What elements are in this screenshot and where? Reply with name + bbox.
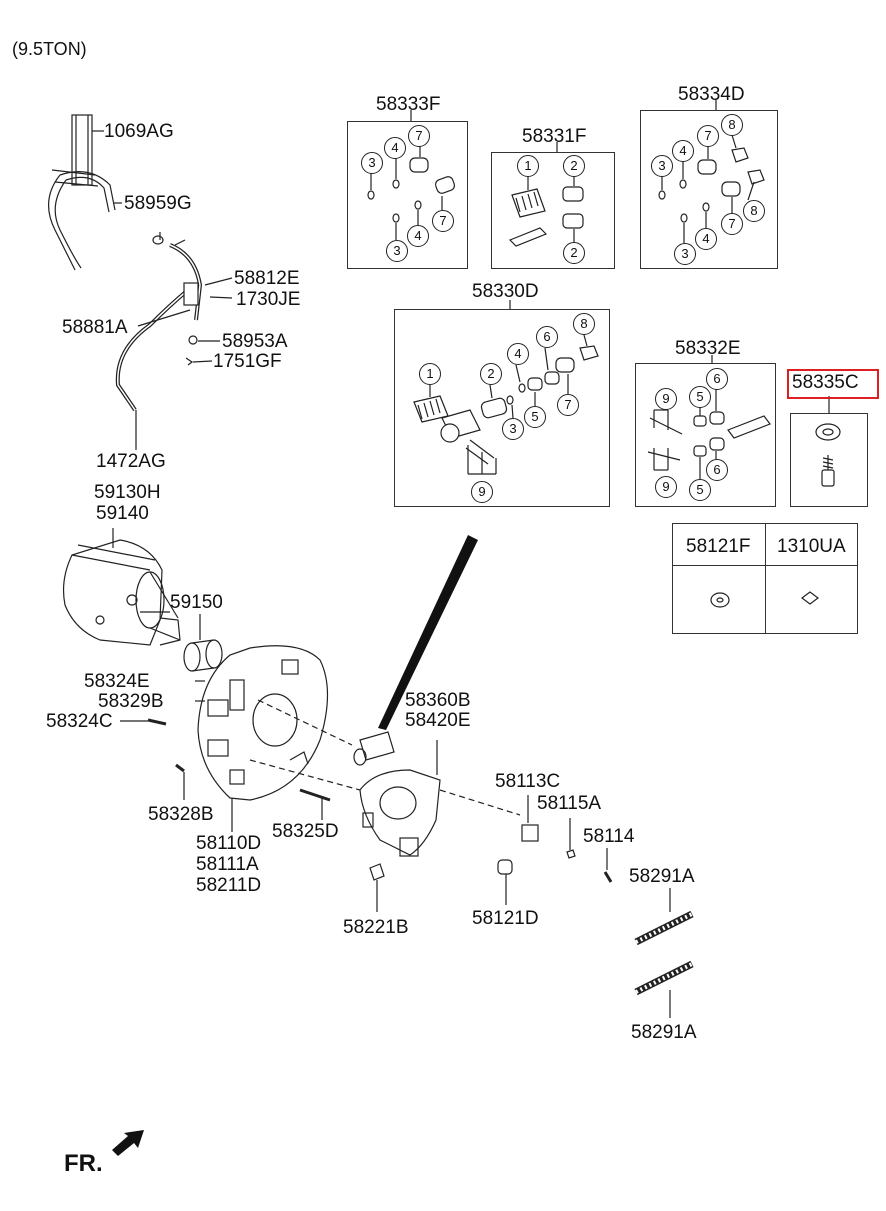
part-label-1751GF[interactable]: 1751GF [213, 351, 282, 372]
part-label-58881A[interactable]: 58881A [62, 317, 128, 338]
fr-arrow-icon [112, 1130, 144, 1156]
part-label-58325D[interactable]: 58325D [272, 821, 339, 842]
callout-3: 3 [361, 152, 383, 174]
part-label-58420E[interactable]: 58420E [405, 710, 471, 731]
part-label-58324E[interactable]: 58324E [84, 671, 150, 692]
callout-8: 8 [573, 313, 595, 335]
part-label-58953A[interactable]: 58953A [222, 331, 288, 352]
callout-1: 1 [419, 363, 441, 385]
callout-5: 5 [689, 386, 711, 408]
part-label-1069AG[interactable]: 1069AG [104, 121, 174, 142]
callout-2: 2 [563, 242, 585, 264]
callout-9: 9 [655, 388, 677, 410]
kit-58334D-parts [658, 134, 765, 243]
table-header-58121F[interactable]: 58121F [686, 536, 751, 557]
callout-3: 3 [674, 243, 696, 265]
kit-box-58335C [790, 413, 868, 507]
callout-9: 9 [471, 481, 493, 503]
callout-6: 6 [706, 368, 728, 390]
kit-box-58334D [640, 110, 778, 269]
callout-3: 3 [386, 240, 408, 262]
callout-7: 7 [557, 394, 579, 416]
part-label-58335C[interactable]: 58335C [792, 372, 859, 393]
part-label-58331F[interactable]: 58331F [522, 126, 587, 147]
fr-label: FR. [64, 1150, 103, 1177]
part-label-58324C[interactable]: 58324C [46, 711, 113, 732]
callout-4: 4 [695, 228, 717, 250]
part-label-58328B[interactable]: 58328B [148, 804, 214, 825]
callout-1: 1 [517, 155, 539, 177]
callout-3: 3 [502, 418, 524, 440]
hose-illustration [48, 114, 203, 412]
part-label-58333F[interactable]: 58333F [376, 94, 441, 115]
spring-illustration [634, 910, 694, 996]
callout-7: 7 [408, 125, 430, 147]
kit-box-58333F [347, 121, 468, 269]
table-header-1310UA[interactable]: 1310UA [777, 536, 846, 557]
part-label-1472AG[interactable]: 1472AG [96, 451, 166, 472]
part-label-58113C[interactable]: 58113C [495, 771, 561, 792]
part-label-58334D[interactable]: 58334D [678, 84, 745, 105]
callout-2: 2 [563, 155, 585, 177]
callout-7: 7 [721, 213, 743, 235]
callout-6: 6 [706, 459, 728, 481]
callout-7: 7 [697, 125, 719, 147]
kit-58333F-parts [367, 145, 456, 240]
bearing-illustration [183, 639, 223, 672]
part-label-58332E[interactable]: 58332E [675, 338, 741, 359]
backing-plate-illustration [197, 645, 329, 801]
callout-8: 8 [743, 200, 765, 222]
part-label-58812E[interactable]: 58812E [234, 268, 300, 289]
part-label-59140[interactable]: 59140 [96, 503, 149, 524]
callout-4: 4 [507, 343, 529, 365]
callout-6: 6 [536, 326, 558, 348]
part-label-58329B[interactable]: 58329B [98, 691, 164, 712]
part-label-58114[interactable]: 58114 [583, 826, 635, 847]
part-label-58111A[interactable]: 58111A [196, 854, 259, 875]
callout-2: 2 [480, 363, 502, 385]
kit-box-58331F [491, 152, 615, 269]
part-label-59150[interactable]: 59150 [170, 592, 223, 613]
table-divider [672, 565, 858, 566]
callout-3: 3 [651, 155, 673, 177]
callout-4: 4 [407, 225, 429, 247]
kit-box-58332E [635, 363, 776, 507]
part-label-58330D[interactable]: 58330D [472, 281, 539, 302]
kit-box-58330D [394, 309, 610, 507]
kit-58330D-parts [413, 334, 599, 475]
pointer-wedge [378, 535, 478, 730]
anchor-plate-illustration [353, 731, 441, 857]
callout-5: 5 [689, 479, 711, 501]
callout-4: 4 [672, 140, 694, 162]
kit-58335C-parts [815, 423, 841, 487]
callout-4: 4 [384, 137, 406, 159]
part-label-59130H[interactable]: 59130H [94, 482, 161, 503]
part-label-58291A-bottom[interactable]: 58291A [631, 1022, 697, 1043]
callout-7: 7 [432, 210, 454, 232]
callout-8: 8 [721, 114, 743, 136]
hub-illustration [62, 539, 181, 646]
part-label-58115A[interactable]: 58115A [537, 793, 602, 814]
variant-label: (9.5TON) [12, 39, 87, 59]
part-label-58360B[interactable]: 58360B [405, 690, 471, 711]
part-label-58221B[interactable]: 58221B [343, 917, 409, 938]
highlight-box [787, 369, 879, 399]
callout-5: 5 [524, 406, 546, 428]
kit-58331F-parts [508, 176, 584, 247]
part-label-58110D[interactable]: 58110D [196, 833, 262, 854]
callout-9: 9 [655, 476, 677, 498]
part-label-58211D[interactable]: 58211D [196, 875, 262, 896]
part-label-58291A-top[interactable]: 58291A [629, 866, 695, 887]
kit-58332E-parts [647, 388, 771, 479]
part-label-58121D[interactable]: 58121D [472, 908, 539, 929]
table-divider [765, 523, 766, 634]
part-label-1730JE[interactable]: 1730JE [236, 289, 301, 310]
part-label-58959G[interactable]: 58959G [124, 193, 192, 214]
